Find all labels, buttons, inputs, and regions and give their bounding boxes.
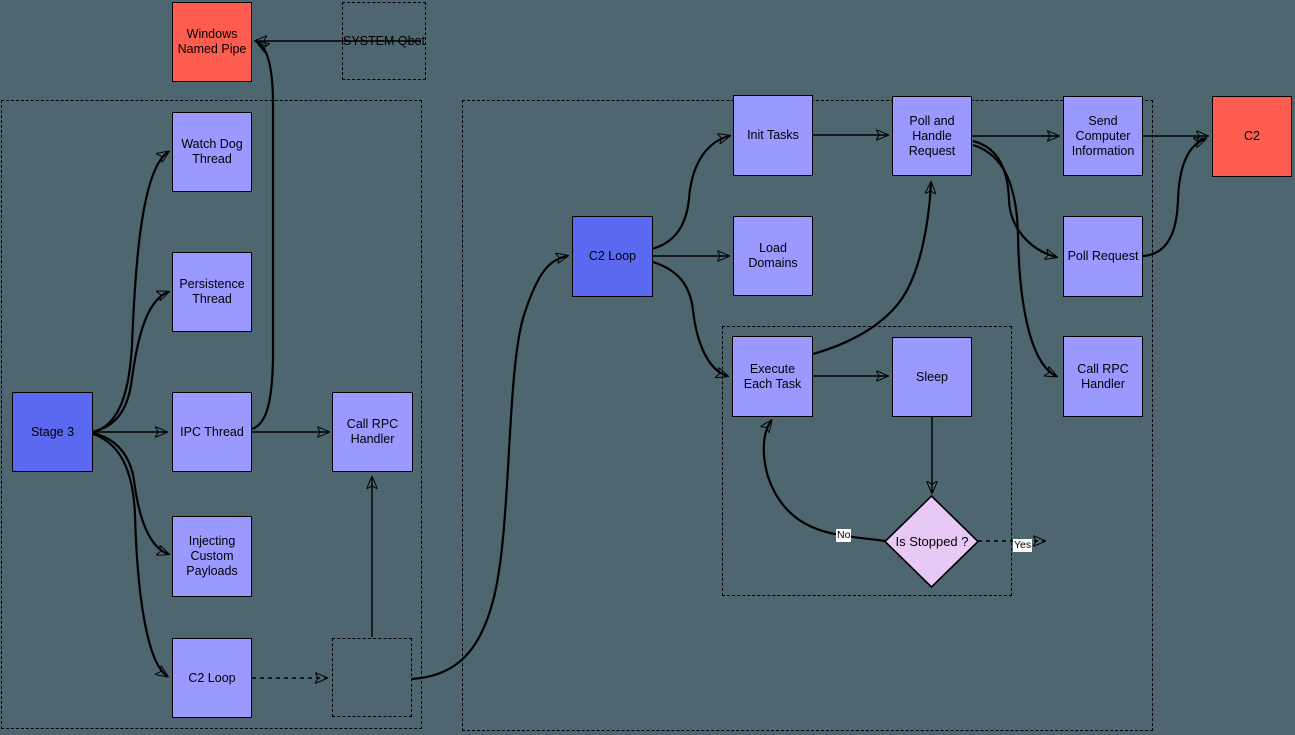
node-c2-loop-right: C2 Loop [572, 216, 653, 297]
edge-c2-loop-to-init-tasks [651, 136, 729, 251]
node-call-rpc-handler-right: Call RPC Handler [1063, 336, 1143, 417]
edge-is-stopped-no-to-execute-each-task [764, 421, 886, 543]
node-send-computer-information: Send Computer Information [1063, 96, 1143, 176]
node-windows-named-pipe: Windows Named Pipe [172, 2, 252, 82]
system-qbot-label: SYSTEM Qbot [343, 34, 425, 48]
node-stage-3: Stage 3 [12, 392, 93, 472]
stage3-group-container [1, 100, 422, 729]
edge-label-yes: Yes [1013, 539, 1033, 552]
task-loop-group-container [722, 326, 1012, 596]
edge-c2-loop-to-execute-each-task [652, 260, 727, 376]
node-watch-dog-thread: Watch Dog Thread [172, 112, 252, 192]
edge-poll-and-handle-to-poll-request [972, 139, 1056, 257]
edge-ipc-thread-to-windows-named-pipe [251, 43, 275, 431]
node-sleep: Sleep [892, 337, 972, 417]
node-injecting-custom-payloads: Injecting Custom Payloads [172, 516, 252, 597]
edge-poll-and-handle-to-call-rpc-handler [972, 143, 1056, 376]
node-poll-and-handle-request: Poll and Handle Request [892, 96, 972, 176]
edge-execute-each-task-to-poll-and-handle [812, 183, 931, 356]
node-c2: C2 [1212, 96, 1292, 177]
edge-stage3-to-watch-dog-thread [92, 152, 168, 434]
node-poll-request: Poll Request [1063, 216, 1143, 297]
edge-poll-request-to-c2 [1142, 139, 1205, 258]
node-init-tasks: Init Tasks [733, 95, 813, 176]
relay-junction-box [332, 638, 412, 717]
node-persistence-thread: Persistence Thread [172, 252, 252, 332]
is-stopped-label: Is Stopped ? [895, 534, 969, 549]
node-call-rpc-handler-left: Call RPC Handler [332, 392, 413, 472]
edge-stage3-to-injecting-custom-payloads [92, 431, 168, 554]
edge-relay-box-to-c2-loop-right [411, 256, 567, 681]
node-ipc-thread: IPC Thread [172, 392, 252, 472]
edge-stage3-to-persistence-thread [92, 292, 168, 434]
is-stopped-decision-shape [883, 494, 980, 589]
node-execute-each-task: Execute Each Task [732, 336, 813, 417]
edge-stage3-to-c2-loop [92, 432, 167, 676]
node-load-domains: Load Domains [733, 216, 813, 296]
edge-label-no: No [836, 529, 852, 542]
node-c2-loop-left: C2 Loop [172, 638, 252, 718]
